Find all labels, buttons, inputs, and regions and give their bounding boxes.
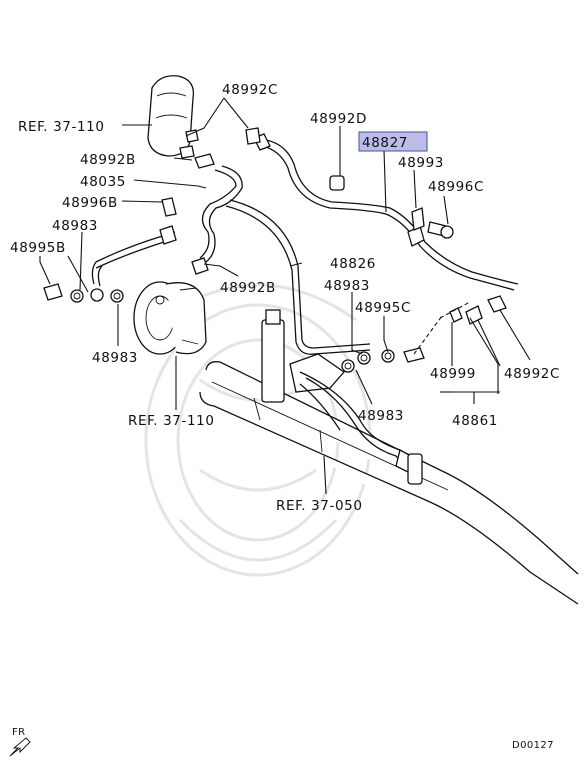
- steering-gear: [199, 309, 579, 605]
- oil-reservoir: [147, 75, 199, 159]
- front-arrow-icon: [9, 737, 31, 757]
- label-fr: FR: [12, 727, 26, 738]
- label-48995B: 48995B: [10, 240, 66, 256]
- label-ref-37-110-top: REF. 37-110: [18, 119, 105, 135]
- clamp-48993: [407, 207, 425, 247]
- label-48992B-left: 48992B: [80, 152, 136, 168]
- power-steering-pump: [133, 281, 207, 355]
- label-48992B-mid: 48992B: [220, 280, 276, 296]
- label-48992D: 48992D: [310, 111, 367, 127]
- diagram-code: D00127: [512, 740, 554, 751]
- return-hose-48827: [245, 127, 519, 313]
- front-direction-indicator: FR: [9, 727, 31, 757]
- pipe-left: [43, 197, 177, 303]
- label-48996B: 48996B: [62, 195, 118, 211]
- label-48827[interactable]: 48827: [362, 135, 408, 151]
- label-48996C: 48996C: [428, 179, 484, 195]
- label-48993: 48993: [398, 155, 444, 171]
- label-48035: 48035: [80, 174, 126, 190]
- label-48983-left: 48983: [92, 350, 138, 366]
- label-48992C-top: 48992C: [222, 82, 278, 98]
- label-48826: 48826: [330, 256, 376, 272]
- highlight-48827: [358, 131, 428, 152]
- label-48983-c: 48983: [358, 408, 404, 424]
- label-ref-37-050: REF. 37-050: [276, 498, 363, 514]
- suction-hose-48035: [191, 153, 243, 275]
- label-48999: 48999: [430, 366, 476, 382]
- label-ref-37-110-bottom: REF. 37-110: [128, 413, 215, 429]
- leader-lines: [39, 97, 531, 495]
- bolt-48996C: [427, 221, 454, 239]
- label-48992C-right: 48992C: [504, 366, 560, 382]
- fittings-right: [341, 305, 483, 373]
- label-48861: 48861: [452, 413, 498, 429]
- label-48983-b: 48983: [324, 278, 370, 294]
- label-48995C: 48995C: [355, 300, 411, 316]
- label-48983-a: 48983: [52, 218, 98, 234]
- pressure-hose-48826: [225, 199, 371, 355]
